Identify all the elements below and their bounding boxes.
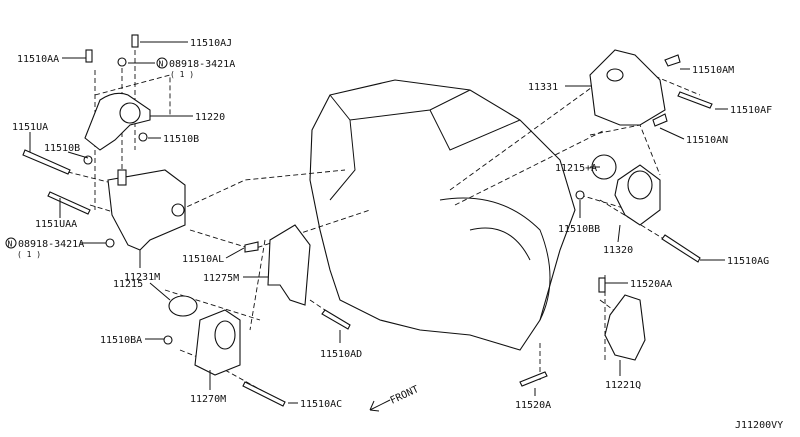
label-11221Q: 11221Q	[605, 380, 641, 391]
bolt-11510AL	[244, 241, 259, 253]
label-11510AN: 11510AN	[686, 135, 728, 146]
label-11510AM: 11510AM	[692, 65, 734, 76]
label-11320: 11320	[603, 245, 633, 256]
front-arrow-icon	[369, 399, 391, 412]
mount-11320	[575, 154, 701, 263]
diagram-code: J11200VY	[735, 420, 783, 431]
front-label: FRONT	[389, 384, 421, 407]
n-symbol-circle	[156, 57, 168, 69]
label-11215: 11215	[113, 279, 143, 290]
label-11270M: 11270M	[190, 394, 226, 405]
label-11510AA: 11510AA	[17, 54, 59, 65]
label-11215A: 11215+A	[555, 163, 597, 174]
label-1151UAA: 1151UAA	[35, 219, 77, 230]
label-11510B-left: 11510B	[44, 143, 80, 154]
label-11510BA: 11510BA	[100, 335, 142, 346]
label-11510AL: 11510AL	[182, 254, 224, 265]
nut-08918	[117, 57, 127, 67]
label-11275M: 11275M	[203, 273, 239, 284]
label-11231M: 11231M	[124, 272, 160, 283]
bolt-11510AJ	[131, 34, 139, 48]
label-11510AC: 11510AC	[300, 399, 342, 410]
qty-08918-bottom: ( 1 )	[17, 250, 41, 259]
leader-lines	[29, 41, 728, 404]
mount-11220	[83, 34, 151, 165]
label-11510AD: 11510AD	[320, 349, 362, 360]
nut-08918-bottom	[105, 238, 115, 248]
bolt-11510AG	[661, 234, 701, 263]
label-11520A: 11520A	[515, 400, 551, 411]
n-symbol-circle	[5, 237, 17, 249]
nut-11510B	[83, 155, 93, 165]
label-11510B-right: 11510B	[163, 134, 199, 145]
bolt-1151UAA	[47, 191, 91, 215]
n-symbol: N	[8, 240, 13, 249]
bolt-11510AF	[677, 91, 713, 109]
bolt-11510AA	[85, 49, 93, 63]
n-symbol: N	[159, 60, 164, 69]
bolt-1151UA	[22, 149, 71, 175]
bolt-11510AC	[242, 381, 286, 407]
label-08918-bottom: 08918-3421A	[18, 239, 84, 250]
insulator-11215	[168, 295, 198, 317]
label-11510BB: 11510BB	[558, 224, 600, 235]
label-11510AF: 11510AF	[730, 105, 772, 116]
mount-11270M	[163, 295, 286, 407]
bracket-11231M	[22, 149, 186, 251]
bolt-11510AN	[652, 113, 668, 127]
nut-11510BA	[163, 335, 173, 345]
label-11510AJ: 11510AJ	[190, 38, 232, 49]
label-11520AA: 11520AA	[630, 279, 672, 290]
bolt-11520A	[519, 371, 548, 387]
mount-11221Q	[519, 277, 646, 387]
label-11220: 11220	[195, 112, 225, 123]
label-11331: 11331	[528, 82, 558, 93]
bracket-11275M	[244, 224, 351, 330]
nut-11510BB	[575, 190, 585, 200]
qty-08918-top: ( 1 )	[170, 70, 194, 79]
bolt-11510AD	[321, 309, 351, 330]
bracket-11331	[589, 49, 713, 127]
label-08918-top: 08918-3421A	[169, 59, 235, 70]
nut-11510B	[138, 132, 148, 142]
label-1151UA: 1151UA	[12, 122, 48, 133]
front-indicator: FRONT	[369, 384, 421, 412]
engine-block	[309, 79, 576, 351]
label-11510AG: 11510AG	[727, 256, 769, 267]
bolt-11510AM	[664, 54, 681, 67]
bolt-11520AA	[598, 277, 606, 293]
